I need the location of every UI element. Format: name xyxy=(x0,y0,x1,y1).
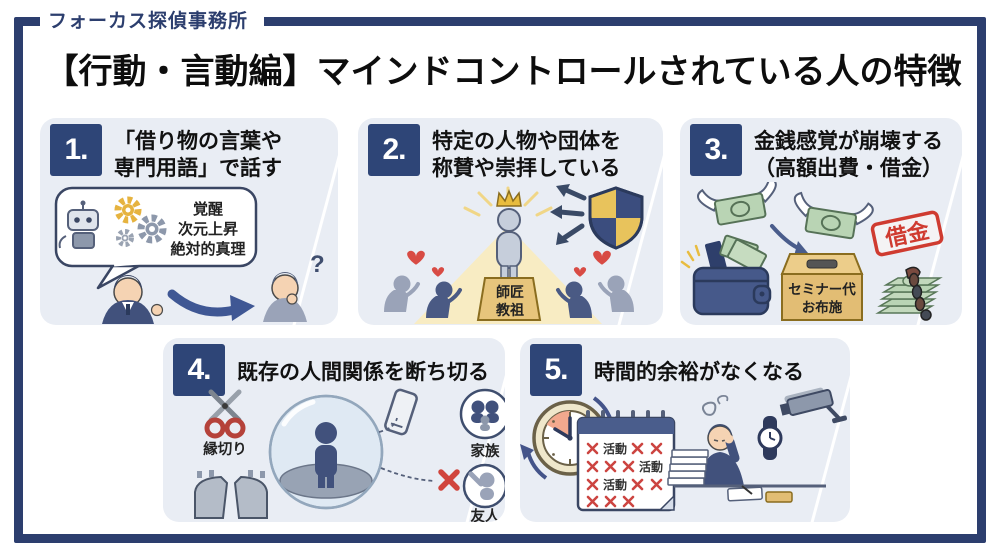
shield-icon xyxy=(588,186,644,250)
speaker-person-icon xyxy=(102,275,164,324)
friend-label: 友人 xyxy=(471,507,500,522)
jargon-words: 覚醒 次元上昇 絶対的真理 xyxy=(170,200,245,258)
card-1-number: 1. xyxy=(50,124,102,176)
flying-money-icon xyxy=(793,191,874,240)
broken-bridge-icon xyxy=(194,470,268,519)
card-3-title-line2: （高額出費・借金） xyxy=(754,157,943,181)
page-title: 【行動・言動編】マインドコントロールされている人の特徴 xyxy=(44,53,962,91)
card-money: 3. 金銭感覚が崩壊する （高額出費・借金） xyxy=(680,118,962,325)
smartphone-icon xyxy=(384,388,418,436)
family-icon: 家族 xyxy=(459,388,505,460)
calendar-activity-word: 活動 xyxy=(639,459,663,474)
worshipper-icon xyxy=(556,281,592,318)
donation-box-icon: セミナー代 お布施 xyxy=(780,253,864,321)
card-borrowed-words: 1. 「借り物の言葉や 専門用語」で話す xyxy=(40,118,338,325)
card-5-title: 時間的余裕がなくなる xyxy=(594,359,804,386)
hearts-icon xyxy=(407,250,611,277)
surveillance-camera-icon xyxy=(779,387,847,424)
book-icon xyxy=(765,491,793,503)
red-x-icon xyxy=(438,469,460,491)
agency-label: フォーカス探偵事務所 xyxy=(40,6,265,33)
border-frame xyxy=(14,17,986,543)
card-3-title-line1: 金銭感覚が崩壊する xyxy=(754,130,943,153)
robot-icon xyxy=(58,200,99,249)
card-cut-relationships: 4. 既存の人間関係を断ち切る 縁切り xyxy=(163,338,505,522)
arrow-icon xyxy=(167,289,255,321)
worshipper-icon xyxy=(384,275,420,312)
donation-box-label-2: お布施 xyxy=(802,299,843,315)
jargon-word-2: 次元上昇 xyxy=(178,220,238,238)
card-3-number: 3. xyxy=(690,124,742,176)
card-5-number: 5. xyxy=(530,344,582,396)
debt-stamp-icon: 借金 xyxy=(870,210,944,257)
calendar-activity-word: 活動 xyxy=(603,477,627,492)
wallet-icon xyxy=(680,234,772,316)
confused-person-icon: ? xyxy=(263,251,325,322)
card-3-title: 金銭感覚が崩壊する （高額出費・借金） xyxy=(754,128,943,183)
wristwatch-icon xyxy=(757,416,783,460)
jargon-word-3: 絶対的真理 xyxy=(170,240,245,258)
chain-icon xyxy=(905,266,932,321)
card-no-time: 5. 時間的余裕がなくなる xyxy=(520,338,850,522)
donation-box-label-1: セミナー代 xyxy=(788,281,856,297)
pedestal-icon: 師匠 教祖 xyxy=(476,277,542,321)
card-2-title-line1: 特定の人物や団体を xyxy=(432,130,621,153)
card-worship: 2. 特定の人物や団体を 称賛や崇拝している 師 xyxy=(358,118,663,325)
cut-ties-label: 縁切り xyxy=(203,440,247,458)
card-1-illustration: 覚醒 次元上昇 絶対的真理 xyxy=(54,186,325,324)
calendar-icon: 活動 活動 活動 xyxy=(576,410,676,512)
jargon-word-1: 覚醒 xyxy=(193,200,223,218)
card-3-illustration: セミナー代 お布施 借金 xyxy=(680,182,944,321)
gears-icon xyxy=(114,196,167,247)
card-1-title-line2: 専門用語」で話す xyxy=(114,157,282,181)
family-label: 家族 xyxy=(471,442,500,460)
worshipper-icon xyxy=(426,281,462,318)
calendar-x-marks xyxy=(586,442,663,508)
scissors-icon xyxy=(204,389,246,439)
dashed-links xyxy=(378,417,436,482)
pedestal-word-2: 教祖 xyxy=(496,302,524,318)
paper-stack-icon xyxy=(667,449,709,486)
card-4-number: 4. xyxy=(173,344,225,396)
card-5-illustration: 活動 活動 活動 xyxy=(520,387,847,512)
calendar-activity-word: 活動 xyxy=(603,441,627,456)
card-5-title-line1: 時間的余裕がなくなる xyxy=(594,361,804,384)
worshipper-icon xyxy=(598,275,634,312)
isolation-bubble-icon xyxy=(268,394,384,510)
small-arrow-icon xyxy=(770,224,808,256)
card-2-number: 2. xyxy=(368,124,420,176)
question-mark: ? xyxy=(310,251,325,278)
card-2-title: 特定の人物や団体を 称賛や崇拝している xyxy=(432,128,621,183)
friend-icon: 友人 xyxy=(462,463,505,522)
tired-person-icon xyxy=(674,394,826,502)
exchange-arrows-icon xyxy=(550,184,587,245)
card-4-title: 既存の人間関係を断ち切る xyxy=(237,359,489,386)
card-1-title: 「借り物の言葉や 専門用語」で話す xyxy=(114,128,282,183)
card-2-title-line2: 称賛や崇拝している xyxy=(432,157,621,181)
card-2-illustration: 師匠 教祖 xyxy=(384,184,644,324)
pedestal-word-1: 師匠 xyxy=(496,284,524,300)
idol-figure-icon xyxy=(496,188,522,279)
card-4-title-line1: 既存の人間関係を断ち切る xyxy=(237,361,489,384)
card-1-title-line1: 「借り物の言葉や xyxy=(114,130,282,153)
flying-money-icon xyxy=(697,182,777,226)
card-4-illustration: 縁切り xyxy=(194,388,505,522)
